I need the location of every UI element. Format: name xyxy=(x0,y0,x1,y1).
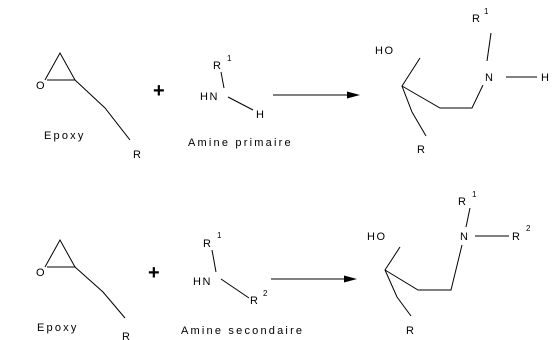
superscript-2: 2 xyxy=(263,289,268,298)
epoxide-oxygen: O xyxy=(36,80,46,92)
product-hydroxyl: HO xyxy=(367,231,387,243)
product-hydrogen: H xyxy=(541,72,550,84)
epoxy-caption: Epoxy xyxy=(37,322,79,334)
reaction-2: O R Epoxy + R 1 HN R 2 Amine secondaire … xyxy=(36,190,531,340)
n-r-bond xyxy=(220,71,225,89)
amine-r2-group: R xyxy=(250,295,259,307)
superscript-1: 1 xyxy=(484,7,489,16)
amine-r1-group: R xyxy=(203,238,212,250)
amine-hydrogen: H xyxy=(256,109,265,121)
product-backbone xyxy=(384,246,412,317)
amine-hn: HN xyxy=(193,276,212,288)
primary-amine-molecule: R 1 HN H xyxy=(200,54,265,121)
product-backbone xyxy=(401,57,427,137)
product-r-group: R xyxy=(417,144,426,156)
superscript-1: 1 xyxy=(472,190,477,199)
n-h-bond xyxy=(227,96,254,111)
superscript-2: 2 xyxy=(526,224,531,233)
epoxide-r-group: R xyxy=(133,149,142,161)
n-r1-bond xyxy=(211,249,217,273)
epoxide-ring-bonds xyxy=(44,51,76,81)
product-r-group: R xyxy=(406,325,415,337)
epoxide-side-chain xyxy=(74,79,131,141)
plus-sign: + xyxy=(148,262,160,284)
secondary-amine-caption: Amine secondaire xyxy=(181,325,304,337)
product-hydroxyl: HO xyxy=(375,45,395,57)
epoxide-molecule-1: O R xyxy=(36,51,142,161)
reaction-arrow-head xyxy=(344,275,357,283)
primary-amine-caption: Amine primaire xyxy=(188,137,293,149)
product-chain-to-n xyxy=(401,84,484,109)
product-nitrogen: N xyxy=(485,72,494,84)
n-r1-bond xyxy=(465,207,471,228)
amine-hn: HN xyxy=(200,91,219,103)
product-r1-group: R xyxy=(472,13,481,25)
epoxy-caption: Epoxy xyxy=(44,130,86,142)
product-molecule-1: HO R 1 N H R xyxy=(375,7,550,156)
superscript-1: 1 xyxy=(227,54,232,63)
epoxide-r-group: R xyxy=(122,331,131,340)
product-chain-to-n xyxy=(384,244,463,291)
product-nitrogen: N xyxy=(460,231,469,243)
n-r2-bond xyxy=(220,278,250,299)
product-r1-group: R xyxy=(458,196,467,208)
reaction-arrow-head xyxy=(347,91,360,99)
product-r2-group: R xyxy=(512,231,521,243)
superscript-1: 1 xyxy=(217,231,222,240)
amine-r-group: R xyxy=(213,60,222,72)
plus-sign: + xyxy=(153,80,165,102)
epoxide-oxygen: O xyxy=(36,267,46,279)
product-molecule-2: HO R 1 N R 2 R xyxy=(367,190,531,337)
n-r1-bond xyxy=(486,32,492,62)
reaction-1: O R Epoxy + R 1 HN H Amine primaire HO R… xyxy=(36,7,550,161)
epoxide-molecule-2: O R xyxy=(36,238,131,340)
epoxide-ring-bonds xyxy=(44,238,76,268)
secondary-amine-molecule: R 1 HN R 2 xyxy=(193,231,268,307)
epoxide-side-chain xyxy=(74,266,126,319)
